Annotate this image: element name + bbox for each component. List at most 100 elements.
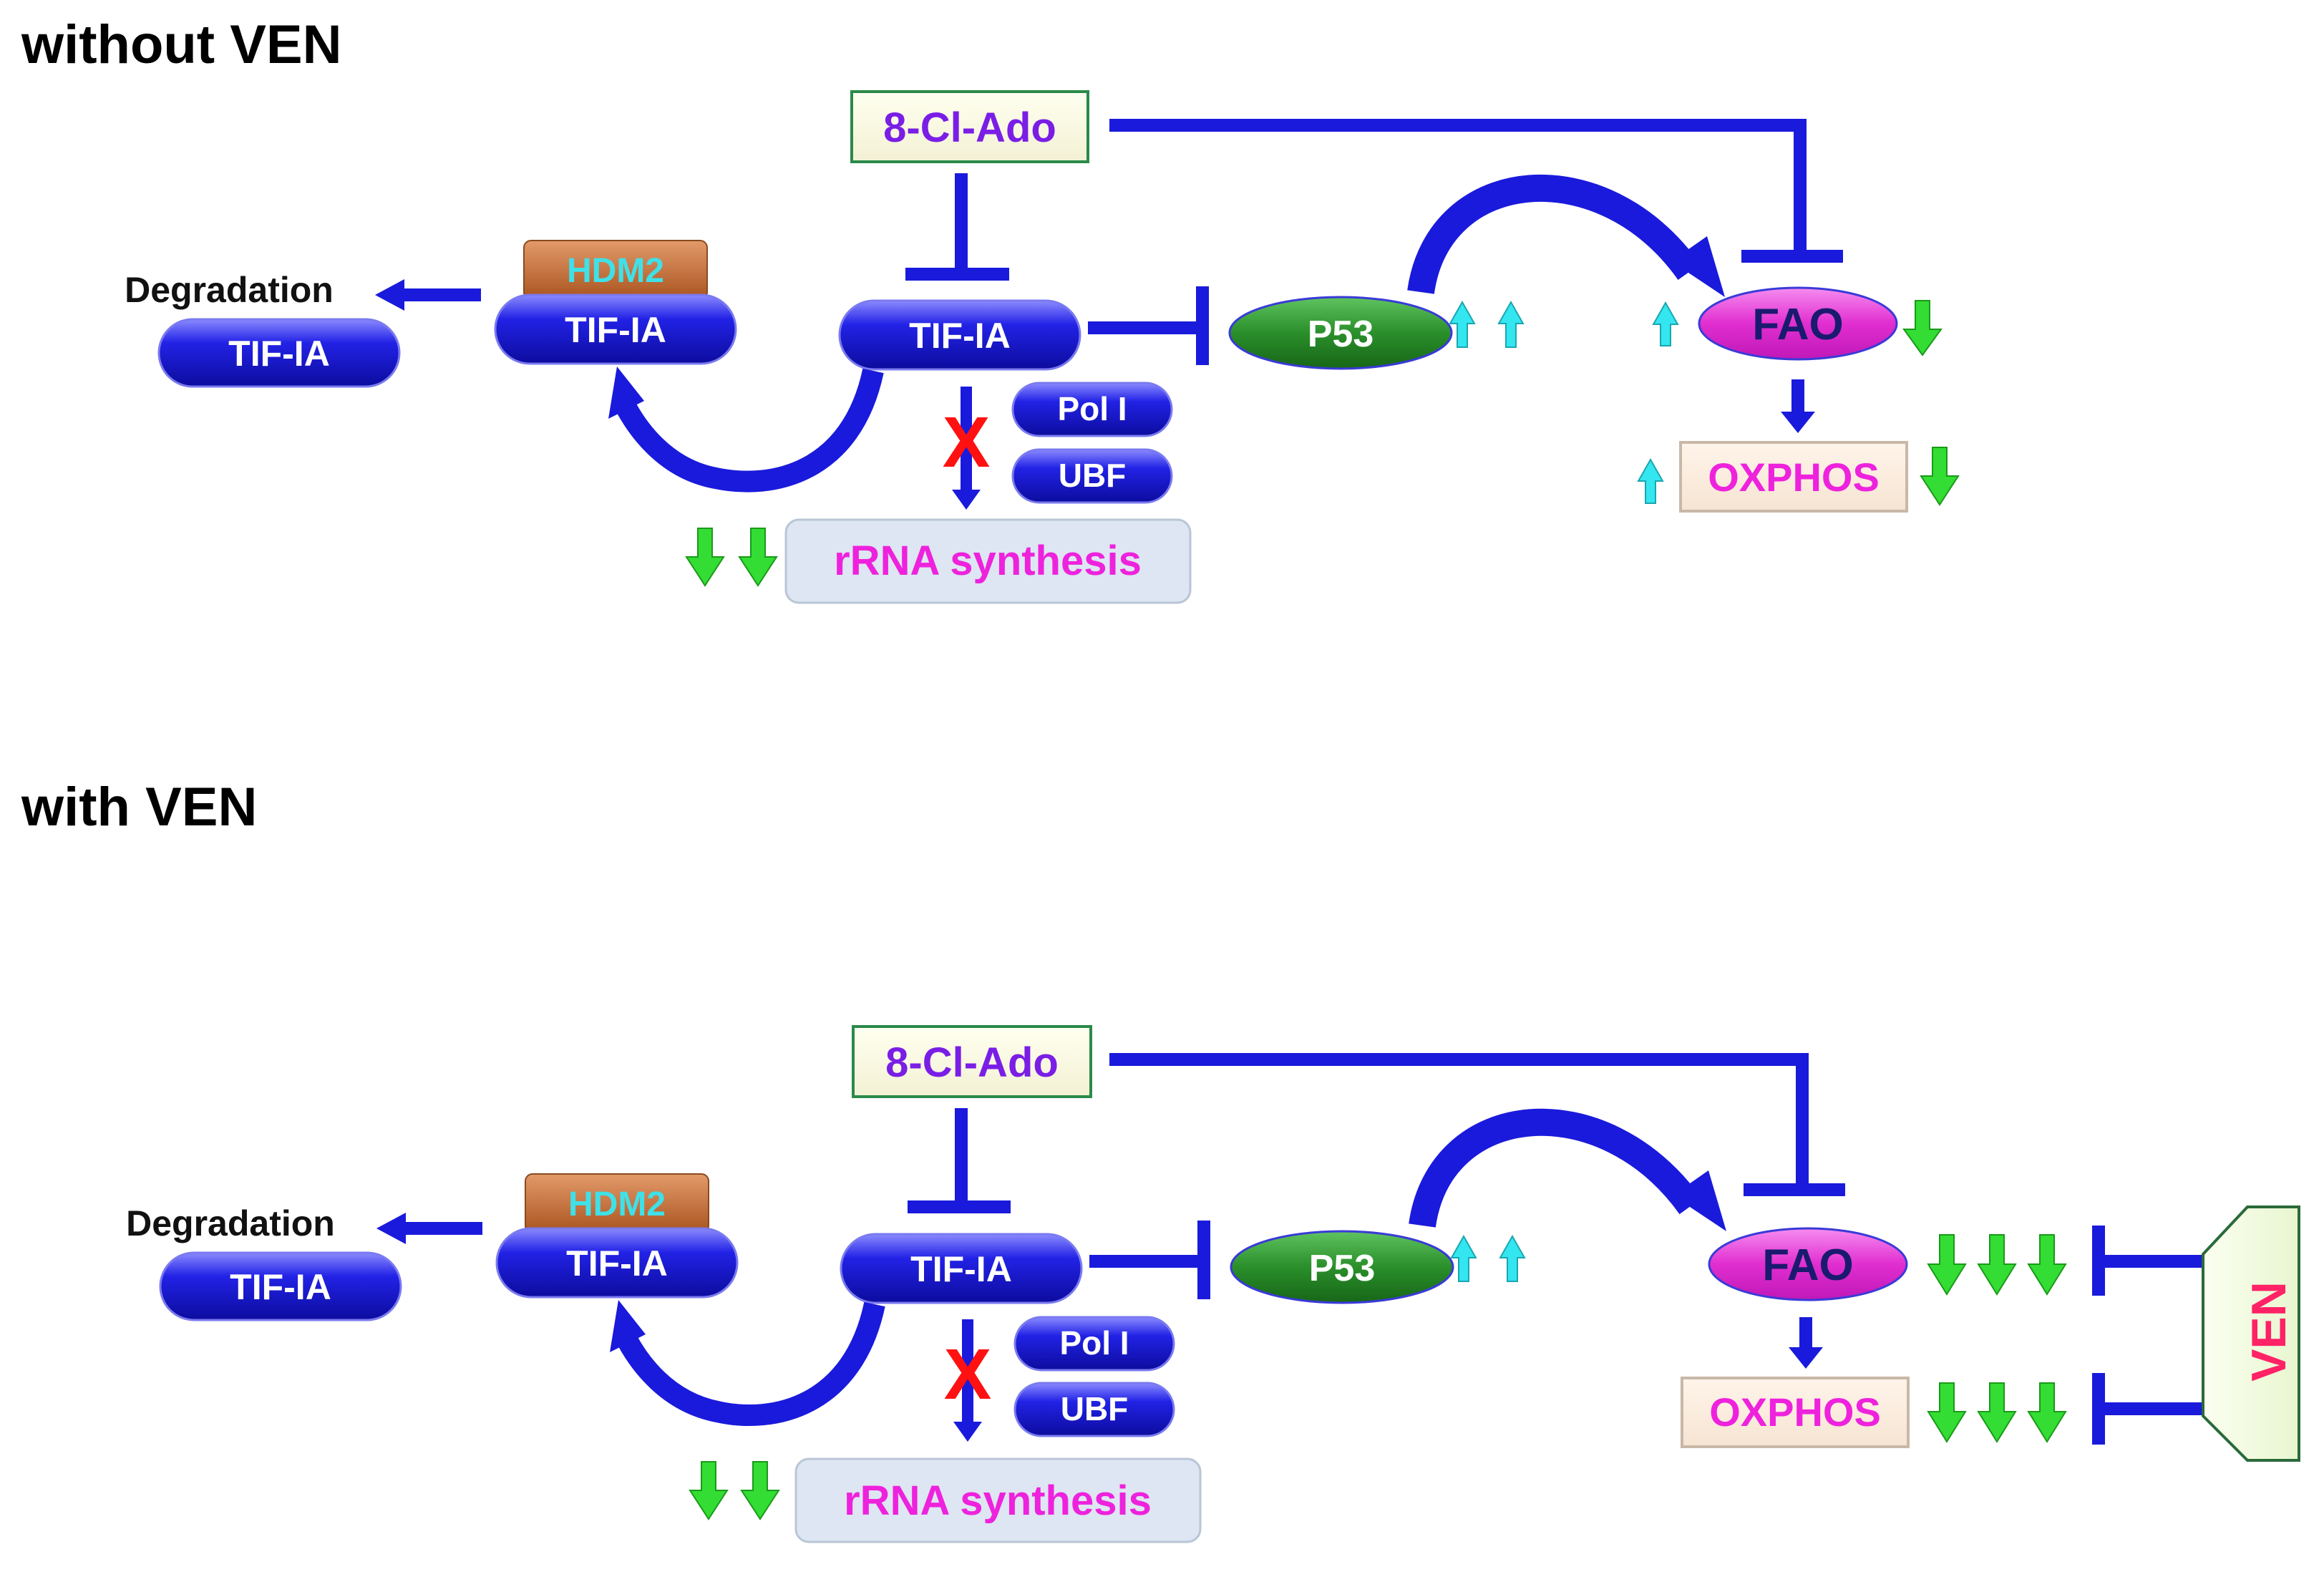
drug-node: 8-Cl-Ado xyxy=(850,90,1089,163)
ven-inhibits-oxphos-line xyxy=(2092,1373,2203,1445)
degradation-label: Degradation xyxy=(125,270,334,310)
fao-node: FAO xyxy=(1708,1227,1908,1301)
tif-ia-main-label: TIF-IA xyxy=(909,316,1011,356)
fao-to-oxphos-arrow xyxy=(1781,379,1815,433)
up-arrow-icon xyxy=(1450,1234,1477,1282)
fao-down-arrow xyxy=(1902,300,1943,356)
pol1-node: Pol I xyxy=(1011,382,1173,437)
tif-ia-bound-label: TIF-IA xyxy=(565,310,666,350)
oxphos-node: OXPHOS xyxy=(1679,441,1908,513)
oxphos-down-arrow xyxy=(1920,447,1960,506)
panel-heading: without VEN xyxy=(21,14,342,75)
tif-to-hdm2-arrow xyxy=(608,367,884,493)
p53-up-arrows xyxy=(1450,1234,1526,1282)
down-arrow-icon xyxy=(738,528,778,587)
p53-up-arrows xyxy=(1449,300,1525,348)
down-arrow-icon xyxy=(1927,1382,1967,1443)
degradation-label: Degradation xyxy=(126,1203,335,1243)
oxphos-label: OXPHOS xyxy=(1709,1389,1881,1435)
rrna-node: rRNA synthesis xyxy=(794,1457,1202,1543)
rrna-down-arrows xyxy=(685,528,778,587)
tif-ia-degraded-label: TIF-IA xyxy=(230,1267,331,1307)
pol1-label: Pol I xyxy=(1057,390,1127,427)
down-arrow-icon xyxy=(685,528,725,587)
p53-activates-fao-arrow xyxy=(1407,174,1725,297)
tif-ia-main-label: TIF-IA xyxy=(910,1249,1012,1289)
panel-without-ven: without VEN 8-Cl-Ado TIF-IA P53 xyxy=(21,14,1960,604)
oxphos-down-arrows xyxy=(1927,1382,2067,1443)
drug-label: 8-Cl-Ado xyxy=(885,1039,1059,1086)
up-arrow-icon xyxy=(1637,457,1664,504)
down-arrow-icon xyxy=(2027,1382,2067,1443)
blocked-mark: X xyxy=(943,402,991,482)
drug-inhibits-fao-line xyxy=(1109,1053,1845,1196)
fao-up-arrow xyxy=(1652,301,1679,346)
rrna-label: rRNA synthesis xyxy=(844,1478,1152,1524)
ubf-node: UBF xyxy=(1011,448,1173,504)
down-arrow-icon xyxy=(689,1461,729,1520)
blocked-mark: X xyxy=(944,1334,992,1415)
ubf-label: UBF xyxy=(1061,1390,1129,1427)
ven-label: VEN xyxy=(2242,1281,2296,1382)
panel-heading: with VEN xyxy=(21,777,257,838)
rrna-node: rRNA synthesis xyxy=(784,518,1192,604)
p53-node: P53 xyxy=(1228,296,1453,370)
drug-inhibits-tif-line xyxy=(905,173,1009,281)
drug-inhibits-tif-line xyxy=(908,1108,1011,1213)
p53-node: P53 xyxy=(1230,1230,1454,1304)
tif-ia-main-node: TIF-IA xyxy=(838,299,1081,371)
p53-label: P53 xyxy=(1309,1248,1376,1289)
hdm2-label: HDM2 xyxy=(568,1185,666,1223)
drug-node: 8-Cl-Ado xyxy=(852,1025,1092,1098)
fao-to-oxphos-arrow xyxy=(1789,1317,1823,1369)
tif-ia-bound-node: TIF-IA xyxy=(494,293,737,365)
tif-inhibits-p53-line xyxy=(1089,1221,1210,1299)
fao-node: FAO xyxy=(1698,286,1898,361)
pol1-node: Pol I xyxy=(1013,1316,1175,1372)
down-arrow-icon xyxy=(1920,447,1960,506)
ven-node: VEN xyxy=(2202,1205,2300,1462)
down-arrow-icon xyxy=(1977,1382,2017,1443)
drug-label: 8-Cl-Ado xyxy=(883,105,1056,151)
fao-label: FAO xyxy=(1752,300,1843,349)
hdm2-node: HDM2 xyxy=(523,240,708,300)
tif-to-hdm2-arrow xyxy=(610,1300,885,1426)
tif-to-rrna-arrow xyxy=(953,1319,982,1442)
rrna-down-arrows xyxy=(689,1461,780,1520)
hdm2-label: HDM2 xyxy=(567,252,664,290)
fao-label: FAO xyxy=(1762,1241,1853,1290)
down-arrow-icon xyxy=(740,1461,780,1520)
down-arrow-icon xyxy=(1927,1234,1967,1296)
hdm2-node: HDM2 xyxy=(525,1173,709,1233)
to-degradation-arrow xyxy=(376,1213,482,1244)
up-arrow-icon xyxy=(1449,300,1476,348)
down-arrow-icon xyxy=(1977,1234,2017,1296)
up-arrow-icon xyxy=(1497,300,1525,348)
oxphos-node: OXPHOS xyxy=(1681,1377,1910,1448)
tif-ia-degraded-node: TIF-IA xyxy=(157,318,401,388)
tif-ia-degraded-label: TIF-IA xyxy=(228,334,330,374)
p53-label: P53 xyxy=(1308,314,1374,355)
rrna-label: rRNA synthesis xyxy=(834,538,1142,584)
tif-ia-bound-node: TIF-IA xyxy=(495,1227,739,1299)
up-arrow-icon xyxy=(1652,301,1679,346)
up-arrow-icon xyxy=(1499,1234,1526,1282)
tif-ia-main-node: TIF-IA xyxy=(840,1233,1083,1304)
ubf-label: UBF xyxy=(1059,457,1127,494)
ubf-node: UBF xyxy=(1013,1382,1175,1437)
tif-to-rrna-arrow xyxy=(952,387,981,510)
tif-ia-degraded-node: TIF-IA xyxy=(159,1251,402,1321)
drug-inhibits-fao-line xyxy=(1109,119,1843,263)
fao-down-arrows xyxy=(1927,1234,2067,1296)
panel-with-ven: with VEN 8-Cl-Ado TIF-IA P53 xyxy=(21,777,2300,1543)
down-arrow-icon xyxy=(2027,1234,2067,1296)
ven-inhibits-fao-line xyxy=(2092,1226,2203,1296)
tif-inhibits-p53-line xyxy=(1088,286,1209,365)
oxphos-label: OXPHOS xyxy=(1708,455,1880,500)
tif-ia-bound-label: TIF-IA xyxy=(566,1243,668,1284)
down-arrow-icon xyxy=(1902,300,1943,356)
to-degradation-arrow xyxy=(375,279,481,311)
p53-activates-fao-arrow xyxy=(1409,1108,1726,1231)
oxphos-up-arrow xyxy=(1637,457,1664,504)
